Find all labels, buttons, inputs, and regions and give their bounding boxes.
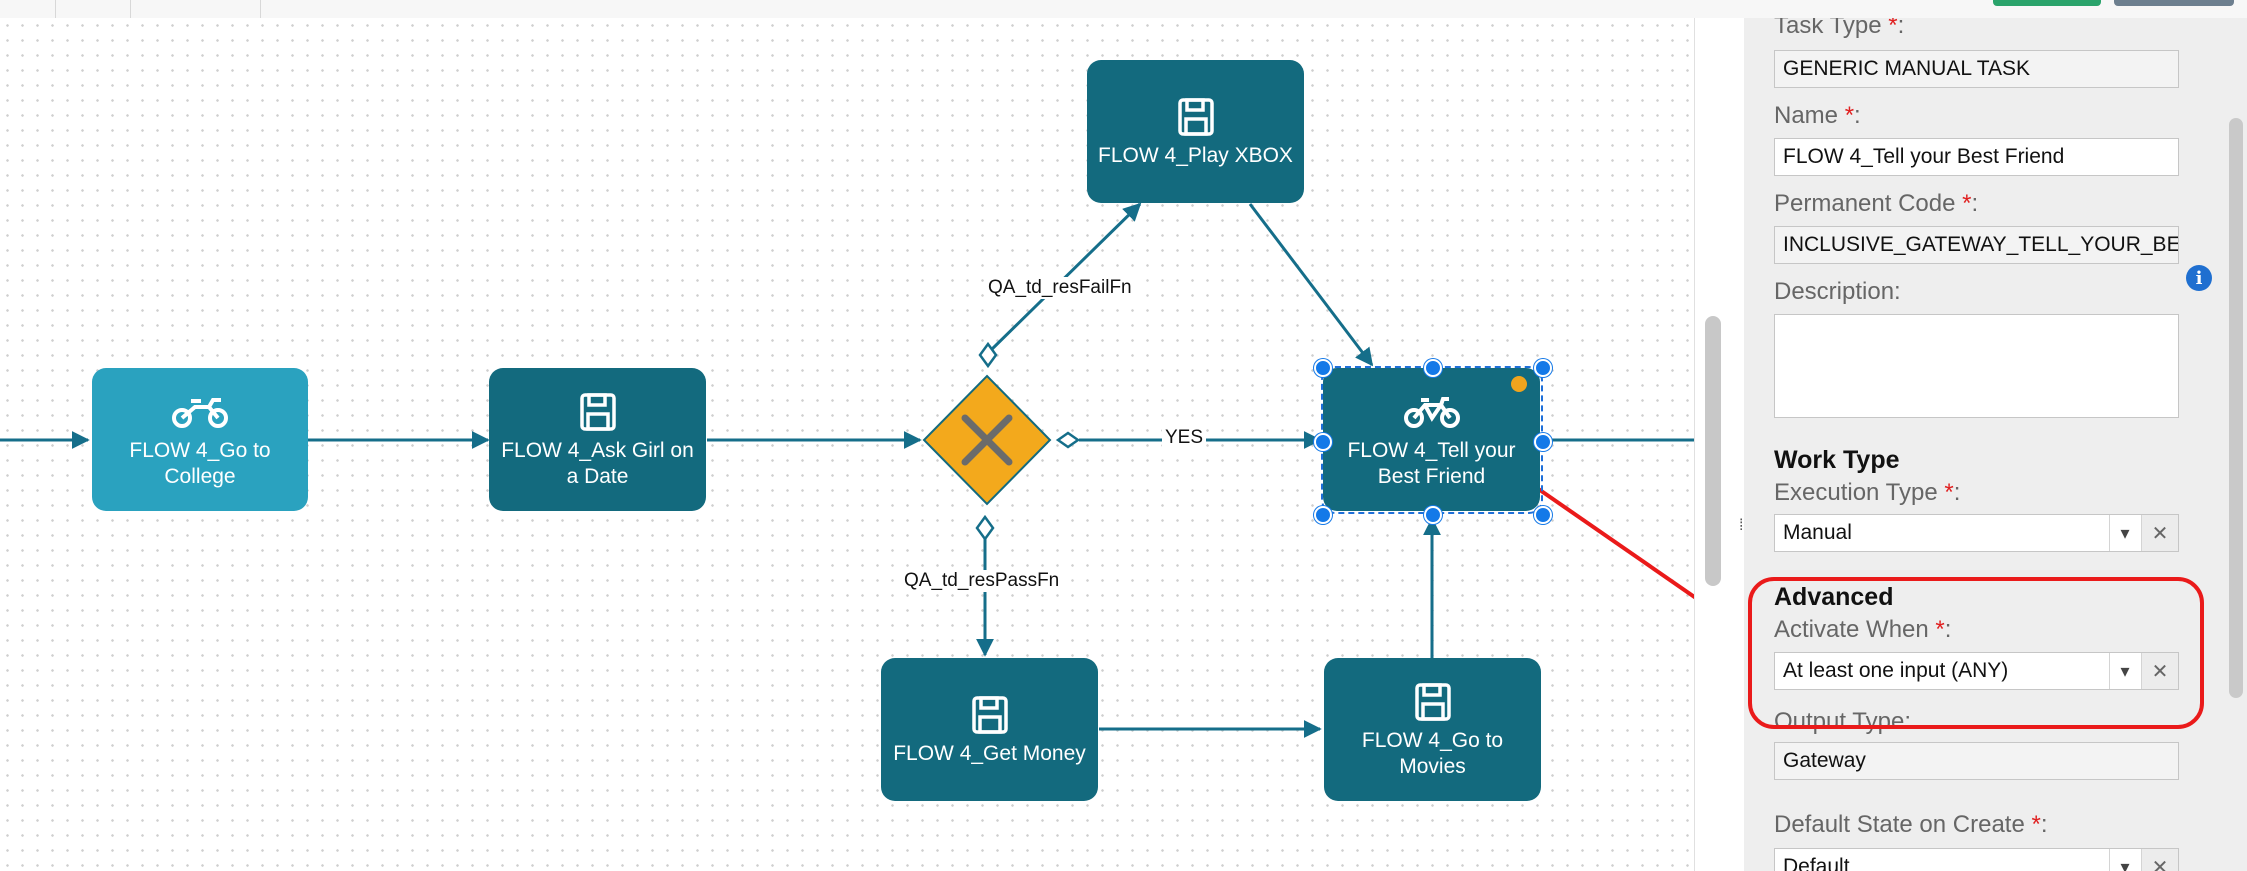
task-type-label: Task Type *: (1774, 18, 1905, 39)
save-icon (1414, 680, 1451, 724)
flow-canvas[interactable]: QA_td_resFailFn YES QA_td_resPassFn FLOW… (0, 18, 1694, 871)
advanced-heading: Advanced (1774, 583, 1894, 611)
execution-type-label: Execution Type *: (1774, 479, 1961, 506)
clear-icon[interactable]: ✕ (2141, 849, 2178, 871)
connector-diamond (975, 514, 995, 542)
default-state-select[interactable]: Default ▾ ✕ (1774, 848, 2179, 871)
bicycle-icon (1403, 390, 1461, 434)
activate-when-select[interactable]: At least one input (ANY) ▾ ✕ (1774, 652, 2179, 690)
selection-outline (1321, 366, 1543, 514)
execution-type-select[interactable]: Manual ▾ ✕ (1774, 514, 2179, 552)
default-state-label: Default State on Create *: (1774, 811, 2048, 838)
panel-scrollbar[interactable] (2229, 118, 2243, 698)
save-icon (1177, 95, 1214, 139)
node-label: FLOW 4_Tell your Best Friend (1347, 438, 1516, 488)
toolbar-divider (130, 0, 131, 18)
splitter-grip-icon[interactable]: ⁞⁞ (1739, 518, 1748, 534)
description-textarea[interactable] (1774, 314, 2179, 418)
edge-xbox-to-friend[interactable] (1248, 203, 1374, 367)
work-type-heading: Work Type (1774, 446, 1900, 474)
save-button[interactable] (1993, 0, 2101, 6)
permanent-code-label: Permanent Code *: (1774, 190, 1979, 217)
top-toolbar (0, 0, 2247, 19)
task-node-tell-friend[interactable]: FLOW 4_Tell your Best Friend (1323, 368, 1540, 511)
node-label: FLOW 4_Play XBOX (1098, 143, 1293, 167)
output-type-field: Gateway (1774, 742, 2179, 780)
node-label: FLOW 4_Go to College (129, 438, 271, 488)
task-node-get-money[interactable]: FLOW 4_Get Money (881, 658, 1098, 801)
task-node-go-to-college[interactable]: FLOW 4_Go to College (92, 368, 308, 511)
resize-handle[interactable] (1314, 359, 1332, 377)
connector-diamond (1055, 431, 1081, 449)
name-input[interactable]: FLOW 4_Tell your Best Friend (1774, 138, 2179, 176)
resize-handle[interactable] (1314, 506, 1332, 524)
resize-handle[interactable] (1424, 506, 1442, 524)
save-icon (579, 390, 616, 434)
status-dot (1511, 376, 1527, 392)
flow-connectors (0, 202, 1694, 738)
edge-label-fail: QA_td_resFailFn (985, 277, 1135, 299)
chevron-down-icon[interactable]: ▾ (2109, 849, 2140, 871)
description-label: Description: (1774, 278, 1901, 305)
info-icon[interactable]: i (2186, 265, 2212, 291)
chevron-down-icon[interactable]: ▾ (2109, 515, 2140, 551)
inclusive-gateway[interactable] (922, 374, 1052, 506)
task-type-field: GENERIC MANUAL TASK (1774, 50, 2179, 88)
properties-panel: Task Type *: GENERIC MANUAL TASK Name *:… (1744, 18, 2247, 871)
node-label: FLOW 4_Get Money (893, 741, 1086, 765)
chevron-down-icon[interactable]: ▾ (2109, 653, 2140, 689)
resize-handle[interactable] (1534, 433, 1552, 451)
resize-handle[interactable] (1424, 359, 1442, 377)
resize-handle[interactable] (1534, 359, 1552, 377)
resize-handle[interactable] (1314, 433, 1332, 451)
name-label: Name *: (1774, 102, 1861, 129)
edge-label-yes: YES (1162, 427, 1207, 449)
connector-diamond (978, 341, 998, 369)
panel-splitter[interactable]: ⁞⁞ (1694, 18, 1748, 871)
edge-label-pass: QA_td_resPassFn (901, 570, 1063, 592)
resize-handle[interactable] (1534, 506, 1552, 524)
permanent-code-field: INCLUSIVE_GATEWAY_TELL_YOUR_BEST_FRIEND (1774, 226, 2179, 264)
task-node-play-xbox[interactable]: FLOW 4_Play XBOX (1087, 60, 1304, 203)
activate-when-label: Activate When *: (1774, 616, 1952, 643)
toolbar-divider (55, 0, 56, 18)
save-icon (971, 693, 1008, 737)
canvas-scrollbar[interactable] (1705, 316, 1721, 586)
motorcycle-icon (171, 390, 229, 434)
task-node-ask-girl[interactable]: FLOW 4_Ask Girl on a Date (489, 368, 706, 511)
task-node-go-to-movies[interactable]: FLOW 4_Go to Movies (1324, 658, 1541, 801)
clear-icon[interactable]: ✕ (2141, 653, 2178, 689)
gateway-x-icon (961, 414, 1013, 466)
toolbar-divider (260, 0, 261, 18)
node-label: FLOW 4_Ask Girl on a Date (501, 438, 694, 488)
close-button[interactable] (2114, 0, 2234, 6)
node-label: FLOW 4_Go to Movies (1361, 728, 1504, 778)
clear-icon[interactable]: ✕ (2141, 515, 2178, 551)
annotation-arrow (1535, 486, 1694, 600)
annotation-highlight-box (1748, 577, 2204, 729)
output-type-label: Output Type: (1774, 708, 1911, 735)
